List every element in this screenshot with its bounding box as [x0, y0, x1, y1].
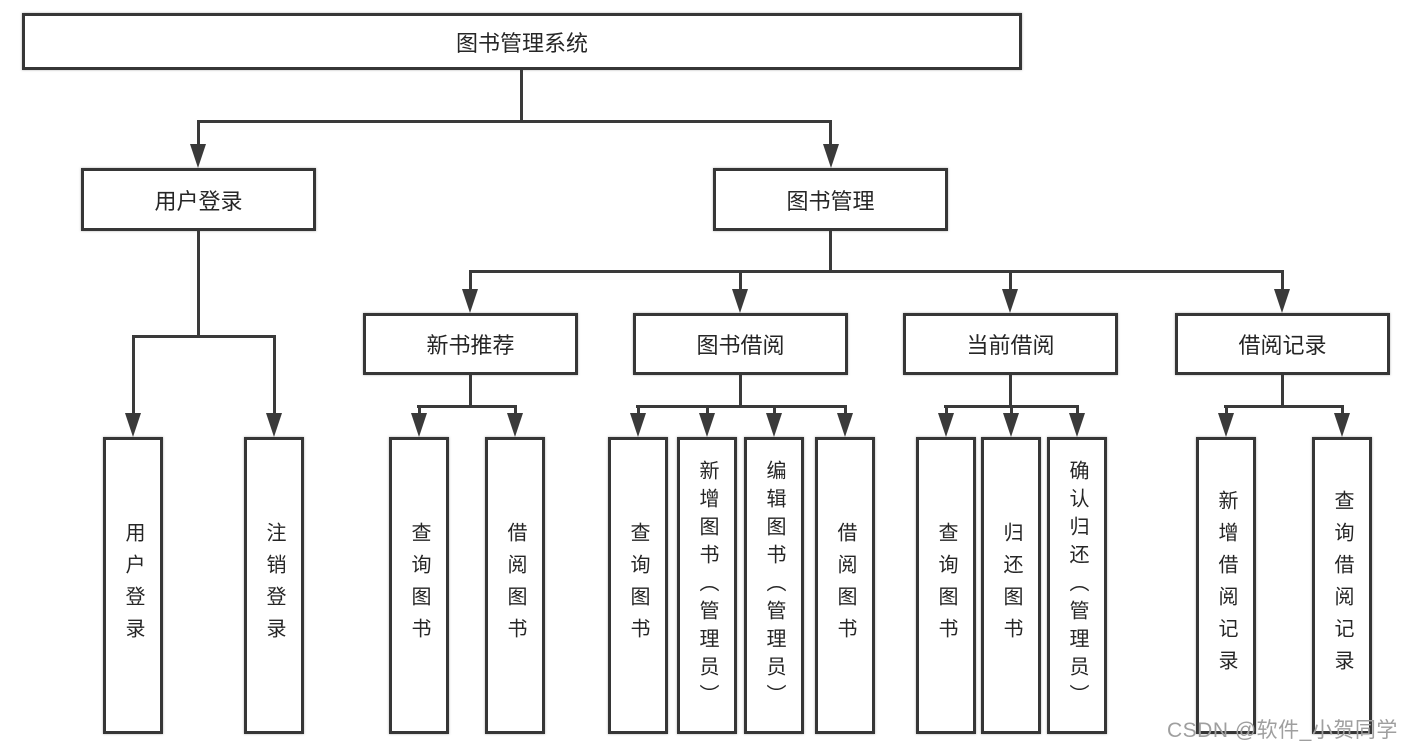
connector-split: [1224, 405, 1344, 408]
arrowhead: [1218, 413, 1234, 437]
node-user-login: 用户登录: [81, 168, 316, 231]
leaf-query-books-recommend: 查询图书: [389, 437, 449, 734]
node-label: 新书推荐: [426, 333, 515, 358]
connector-stem: [739, 270, 742, 305]
leaf-label: 查询图书: [627, 521, 649, 650]
leaf-add-borrow-record: 新增借阅记录: [1196, 437, 1256, 734]
connector-split: [417, 405, 516, 408]
connector-stem: [1281, 375, 1284, 405]
connector-stem: [273, 335, 276, 425]
arrowhead: [766, 413, 782, 437]
node-library-management-system: 图书管理系统: [22, 13, 1022, 70]
arrowhead: [1002, 289, 1018, 313]
leaf-query-books-borrow: 查询图书: [608, 437, 668, 734]
leaf-borrow-books-borrow: 借阅图书: [815, 437, 875, 734]
arrowhead: [732, 289, 748, 313]
arrowhead: [1069, 413, 1085, 437]
arrowhead: [266, 413, 282, 437]
arrowhead: [630, 413, 646, 437]
leaf-edit-book-admin: 编辑图书（管理员）: [744, 437, 804, 734]
node-label: 图书管理系统: [455, 30, 588, 56]
leaf-query-borrow-record: 查询借阅记录: [1312, 437, 1372, 734]
node-label: 图书管理: [786, 188, 875, 214]
connector-root-stem: [520, 70, 523, 120]
leaf-label: 确认归还（管理员）: [1066, 459, 1088, 712]
arrowhead: [462, 289, 478, 313]
leaf-label: 归还图书: [1000, 521, 1022, 650]
node-label: 借阅记录: [1238, 333, 1327, 358]
connector-stem: [829, 231, 832, 270]
connector-stem: [132, 335, 135, 425]
arrowhead: [507, 413, 523, 437]
connector-stem: [1009, 375, 1012, 405]
connector-root-split: [197, 120, 832, 123]
node-new-book-recommend: 新书推荐: [363, 313, 578, 375]
leaf-label: 查询图书: [408, 521, 430, 650]
leaf-label: 注销登录: [263, 521, 285, 650]
arrowhead: [1274, 289, 1290, 313]
leaf-query-books-current: 查询图书: [916, 437, 976, 734]
connector-stem: [739, 375, 742, 405]
arrowhead: [190, 144, 206, 168]
connector-split: [132, 335, 276, 338]
leaf-borrow-books-recommend: 借阅图书: [485, 437, 545, 734]
leaf-label: 新增图书（管理员）: [696, 459, 718, 712]
leaf-label: 借阅图书: [504, 521, 526, 650]
leaf-label: 借阅图书: [834, 521, 856, 650]
arrowhead: [938, 413, 954, 437]
connector-stem: [1281, 270, 1284, 305]
node-borrow-records: 借阅记录: [1175, 313, 1390, 375]
arrowhead: [837, 413, 853, 437]
connector-split: [469, 270, 1284, 273]
node-label: 用户登录: [154, 188, 243, 214]
leaf-add-book-admin: 新增图书（管理员）: [677, 437, 737, 734]
arrowhead: [823, 144, 839, 168]
node-label: 图书借阅: [696, 333, 785, 358]
connector-stem: [1009, 270, 1012, 305]
leaf-label: 查询图书: [935, 521, 957, 650]
connector-stem: [469, 375, 472, 405]
arrowhead: [699, 413, 715, 437]
connector-split: [636, 405, 847, 408]
node-book-management: 图书管理: [713, 168, 948, 231]
leaf-return-book: 归还图书: [981, 437, 1041, 734]
arrowhead: [1003, 413, 1019, 437]
connector-stem: [829, 120, 832, 158]
watermark: CSDN @软件_小贺同学: [1167, 719, 1398, 742]
leaf-label: 新增借阅记录: [1215, 489, 1237, 682]
leaf-label: 编辑图书（管理员）: [763, 459, 785, 712]
node-current-borrow: 当前借阅: [903, 313, 1118, 375]
node-label: 当前借阅: [966, 333, 1055, 358]
leaf-label: 查询借阅记录: [1331, 489, 1353, 682]
leaf-user-login: 用户登录: [103, 437, 163, 734]
arrowhead: [125, 413, 141, 437]
leaf-logout: 注销登录: [244, 437, 304, 734]
arrowhead: [411, 413, 427, 437]
arrowhead: [1334, 413, 1350, 437]
leaf-label: 用户登录: [122, 521, 144, 650]
connector-stem: [197, 231, 200, 335]
node-book-borrow: 图书借阅: [633, 313, 848, 375]
leaf-confirm-return-admin: 确认归还（管理员）: [1047, 437, 1107, 734]
connector-stem: [469, 270, 472, 305]
connector-stem: [197, 120, 200, 158]
